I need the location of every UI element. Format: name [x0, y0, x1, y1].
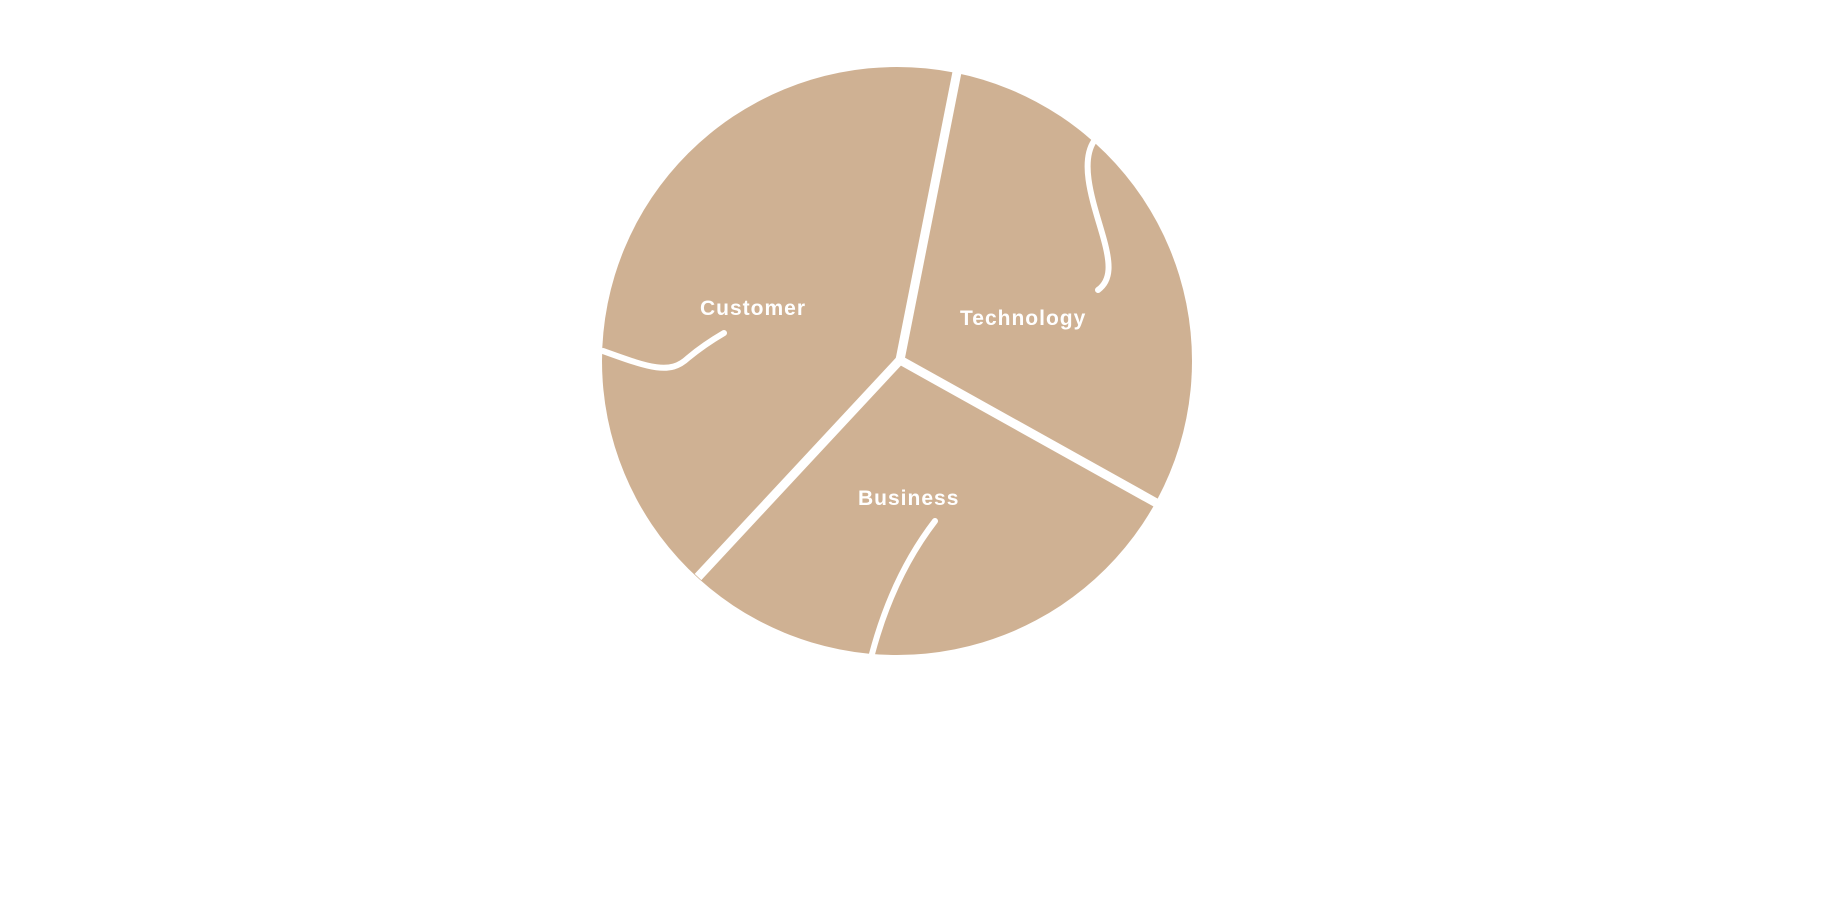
segment-label-business: Business	[858, 487, 959, 510]
segment-dividers	[694, 61, 1163, 581]
divider-left	[694, 356, 904, 581]
segment-label-customer: Customer	[700, 297, 806, 320]
crack-customer	[600, 330, 727, 371]
segment-label-technology: Technology	[960, 307, 1086, 330]
divider-right	[897, 356, 1163, 509]
divider-top	[895, 61, 964, 361]
segment-cracks	[600, 138, 1112, 657]
crack-technology	[1084, 138, 1112, 293]
crack-business	[869, 518, 938, 657]
